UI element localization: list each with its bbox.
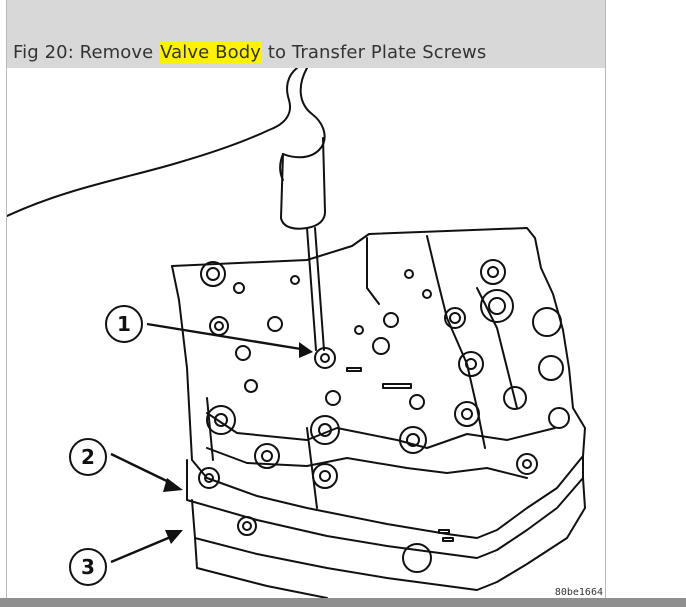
- caption-highlight: Valve Body: [159, 42, 262, 63]
- callout-1-arrow: [146, 322, 308, 352]
- screwdriver-shaft-left: [306, 227, 317, 351]
- figure-code: 80be1664: [554, 587, 603, 598]
- separator-plate: [191, 477, 586, 591]
- callout-2: 2: [69, 438, 107, 476]
- callout-2-label: 2: [81, 445, 95, 469]
- callout-3: 3: [69, 548, 107, 586]
- callout-3-label: 3: [81, 555, 95, 579]
- screwdriver-shaft-right: [314, 227, 325, 351]
- caption-suffix: to Transfer Plate Screws: [262, 42, 487, 63]
- callout-2-arrow: [110, 452, 174, 486]
- transfer-plate: [186, 455, 584, 559]
- callout-1-label: 1: [117, 312, 131, 336]
- figure-frame: Fig 20: Remove Valve Body to Transfer Pl…: [6, 0, 606, 599]
- bottom-scroll-bar[interactable]: [0, 598, 686, 607]
- valve-body-top: [171, 227, 586, 539]
- caption-prefix: Fig 20: Remove: [13, 42, 160, 63]
- callout-1: 1: [105, 305, 143, 343]
- caption-bar: Fig 20: Remove Valve Body to Transfer Pl…: [7, 0, 605, 68]
- hand-outline: [7, 68, 298, 217]
- figure-caption: Fig 20: Remove Valve Body to Transfer Pl…: [13, 42, 486, 63]
- valve-body-illustration: [7, 68, 586, 598]
- hand-thumb: [282, 68, 326, 159]
- callout-3-arrow: [110, 534, 174, 564]
